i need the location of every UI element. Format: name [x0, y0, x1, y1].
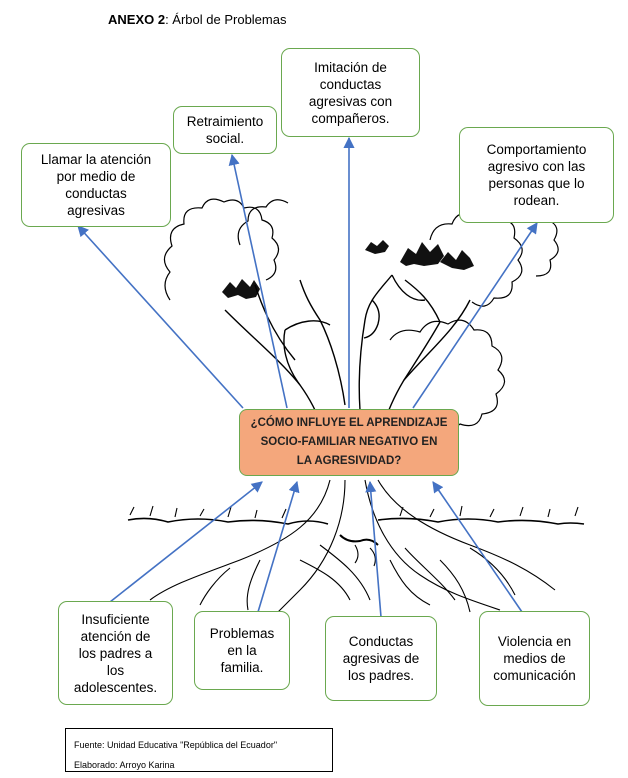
arrow-from-cause-2: [257, 480, 300, 613]
central-problem: ¿CÓMO INFLUYE EL APRENDIZAJE SOCIO-FAMIL…: [239, 409, 459, 476]
arrows: [77, 136, 538, 618]
foliage: [163, 198, 559, 431]
cause-box-1: Insuficiente atención de los padres a lo…: [58, 601, 173, 705]
page-title: ANEXO 2: Árbol de Problemas: [108, 12, 286, 27]
source-box: Fuente: Unidad Educativa "República del …: [65, 728, 333, 772]
effect-box-4: Comportamiento agresivo con las personas…: [459, 127, 614, 223]
annex-label: ANEXO 2: [108, 12, 166, 27]
cause-box-2: Problemas en la familia.: [194, 611, 290, 690]
arrow-to-effect-4: [412, 222, 538, 409]
dark-leaves: [222, 240, 474, 299]
effect-box-3: Imitación de conductas agresivas con com…: [281, 48, 420, 137]
cause-box-3: Conductas agresivas de los padres.: [325, 616, 437, 701]
arrow-from-cause-1: [109, 481, 263, 603]
arrow-to-effect-2: [228, 153, 288, 409]
effect-box-2: Retraimiento social.: [173, 106, 277, 154]
effect-box-1: Llamar la atención por medio de conducta…: [21, 143, 171, 227]
arrow-from-cause-3: [365, 480, 382, 618]
annex-title: : Árbol de Problemas: [165, 12, 287, 27]
arrow-from-cause-4: [432, 481, 523, 613]
roots: [127, 479, 585, 621]
cause-box-4: Violencia en medios de comunicación: [479, 611, 590, 706]
source-text: Fuente: Unidad Educativa "República del …: [74, 740, 278, 750]
arrow-to-effect-1: [77, 225, 244, 409]
author-text: Elaborado: Arroyo Karina: [74, 760, 175, 770]
